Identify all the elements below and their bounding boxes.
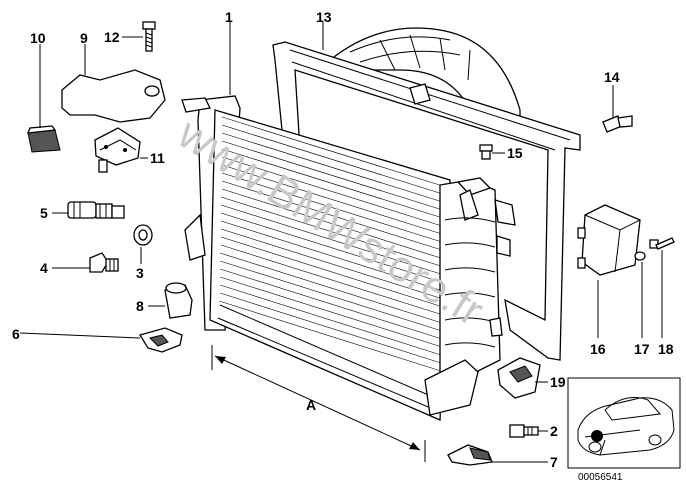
dimension-a-label: A [306,397,316,413]
leader-lines [19,22,663,463]
callout-10: 10 [30,30,46,46]
callout-1: 1 [225,9,233,25]
callout-14: 14 [604,69,620,85]
callout-13: 13 [316,9,332,25]
location-marker [591,430,603,442]
washer-17 [634,251,646,261]
holder-19 [497,357,541,399]
rubber-bushing-8 [164,282,193,319]
plug-4 [89,252,119,273]
callout-labels: 1 13 9 10 12 14 15 11 5 3 4 8 6 16 17 18… [12,9,674,470]
callout-19: 19 [550,374,566,390]
car-outline-icon [577,397,675,456]
radiator-core-fins [218,116,447,372]
callout-3: 3 [136,265,144,281]
seal-ring-3 [133,224,153,246]
callout-7: 7 [550,454,558,470]
bolt-15 [479,144,493,160]
callout-17: 17 [634,341,650,357]
expansion-rivet-14 [602,115,633,133]
callout-12: 12 [104,29,120,45]
rubber-mount-10 [26,125,61,153]
dimension-a [211,345,426,462]
screw-12 [142,21,156,52]
callout-4: 4 [40,260,48,276]
callout-9: 9 [80,30,88,46]
callout-15: 15 [507,145,523,161]
temperature-switch-5 [67,201,125,219]
bracket-9 [61,69,166,123]
callout-11: 11 [150,150,165,166]
diagram-code: 00056541 [578,472,623,483]
callout-2: 2 [550,423,558,439]
screw-18 [649,237,675,250]
clip-6 [138,327,183,353]
callout-8: 8 [136,298,144,314]
callout-18: 18 [658,341,674,357]
bracket-11 [94,127,141,173]
callout-16: 16 [590,341,606,357]
callout-6: 6 [12,326,20,342]
control-box-16 [577,204,641,276]
drain-plug-2 [509,424,539,438]
location-inset: 00056541 [567,377,681,483]
callout-5: 5 [40,205,48,221]
clip-7 [447,444,493,466]
radiator [181,95,516,421]
